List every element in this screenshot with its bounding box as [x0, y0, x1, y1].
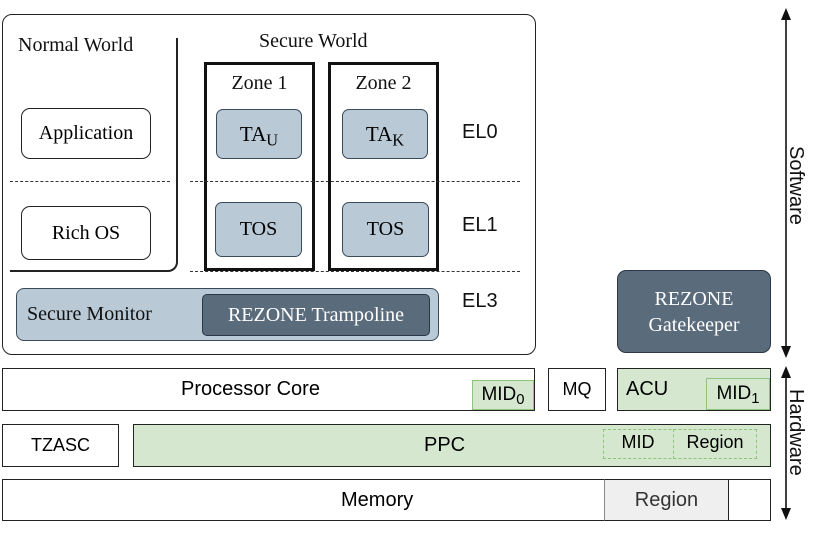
secure-monitor-label: Secure Monitor — [27, 303, 152, 325]
processor-core-box: Processor Core — [2, 368, 535, 411]
acu-label: ACU — [626, 378, 669, 400]
mid0-box: MID0 — [472, 380, 534, 410]
zone-1 — [204, 62, 315, 271]
tzasc-label: TZASC — [30, 435, 90, 455]
ta-u-label: TAU — [239, 121, 279, 150]
gatekeeper-line2: Gatekeeper — [648, 313, 740, 336]
hardware-arrow — [781, 366, 791, 520]
normal-world-title: Normal World — [18, 34, 134, 56]
rich-os-box: Rich OS — [21, 206, 151, 260]
gatekeeper-line1: REZONE — [654, 287, 734, 310]
software-side-label: Software — [785, 146, 807, 225]
hardware-side-label: Hardware — [785, 389, 807, 476]
mid0-label: MID0 — [481, 384, 525, 409]
ppc-mid-label: MID — [621, 432, 655, 452]
tos-zone2-box: TOS — [342, 202, 429, 257]
el1-label: EL1 — [462, 214, 498, 236]
memory-region-box: Region — [604, 479, 729, 521]
software-container — [2, 14, 536, 355]
el3-label: EL3 — [462, 290, 498, 312]
zone-1-label: Zone 1 — [231, 72, 288, 94]
ta-k-box: TAK — [342, 109, 428, 159]
ta-k-label: TAK — [365, 121, 405, 150]
ppc-label: PPC — [424, 434, 466, 456]
application-label: Application — [38, 122, 134, 144]
normal-world-divider — [10, 38, 178, 272]
ppc-region-label: Region — [686, 432, 744, 452]
rezone-gatekeeper-box: REZONE Gatekeeper — [617, 270, 771, 353]
el0-label: EL0 — [462, 121, 498, 143]
mid1-label: MID1 — [716, 383, 760, 408]
memory-region-label: Region — [634, 488, 699, 511]
tzasc-box: TZASC — [2, 424, 119, 467]
tos-zone2-label: TOS — [366, 218, 405, 240]
tos-zone1-label: TOS — [239, 218, 278, 240]
el1-el3-separator — [190, 271, 520, 272]
mq-label: MQ — [562, 379, 592, 399]
zone-2 — [328, 62, 439, 271]
mid1-box: MID1 — [706, 378, 770, 410]
secure-world-title: Secure World — [259, 30, 368, 52]
mq-box: MQ — [548, 368, 606, 411]
rich-os-label: Rich OS — [51, 221, 121, 244]
ta-u-box: TAU — [216, 109, 302, 159]
application-box: Application — [21, 108, 151, 159]
side-arrows — [781, 8, 791, 520]
rezone-trampoline-box: REZONE Trampoline — [202, 294, 430, 336]
software-arrow — [781, 8, 791, 358]
tos-zone1-box: TOS — [215, 202, 302, 257]
zone-2-label: Zone 2 — [355, 72, 412, 94]
el0-el1-separator — [10, 181, 170, 182]
ppc-mid-region-group — [603, 429, 757, 459]
el0-el1-separator-secure — [190, 181, 520, 182]
ppc-mid-region-divider — [673, 429, 674, 459]
memory-label: Memory — [341, 489, 414, 511]
processor-core-label: Processor Core — [181, 378, 320, 400]
rezone-trampoline-label: REZONE Trampoline — [227, 303, 405, 326]
ppc-box: PPC — [133, 424, 771, 467]
